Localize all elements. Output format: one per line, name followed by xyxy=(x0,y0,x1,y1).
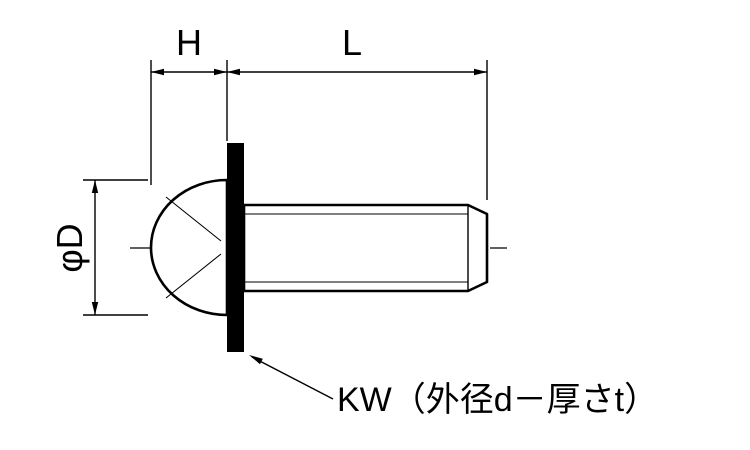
washer-callout: KW（外径d－厚さt） xyxy=(249,355,658,419)
arrowhead-l-right xyxy=(474,68,487,76)
dimension-length: L xyxy=(227,22,488,200)
dimension-h-label: H xyxy=(176,22,202,63)
washer-note-label: KW（外径d－厚さt） xyxy=(337,381,658,419)
leader-arrowhead xyxy=(249,355,263,365)
washer xyxy=(227,143,244,352)
dimension-head-diameter: φD xyxy=(49,179,148,316)
arrowhead-h-left xyxy=(151,68,164,76)
leader-line xyxy=(251,356,334,400)
dimension-d-label: φD xyxy=(49,223,90,272)
arrowhead-d-bottom xyxy=(91,302,99,315)
screw-head xyxy=(149,178,229,317)
dimension-head-height: H xyxy=(150,22,228,185)
dimension-l-label: L xyxy=(342,22,362,63)
arrowhead-l-left xyxy=(227,68,240,76)
head-surface-line-upper xyxy=(165,196,222,242)
arrowhead-h-right xyxy=(214,68,227,76)
shaft-outline xyxy=(242,203,489,293)
head-outline xyxy=(149,178,229,317)
head-surface-line-lower xyxy=(165,253,222,299)
screw-shaft xyxy=(242,203,489,293)
arrowhead-d-top xyxy=(91,180,99,193)
